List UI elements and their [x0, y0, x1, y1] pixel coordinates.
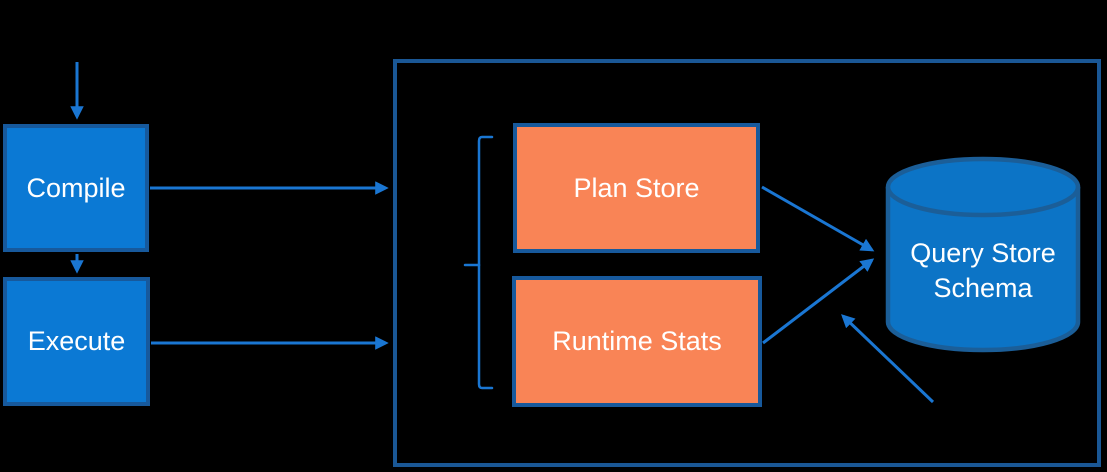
plan-store-node: Plan Store: [513, 123, 760, 253]
execute-node: Execute: [3, 277, 150, 406]
execute-label: Execute: [27, 326, 126, 356]
plan-store-label: Plan Store: [573, 172, 700, 203]
compile-node: Compile: [3, 124, 149, 252]
runtime-stats-node: Runtime Stats: [512, 276, 762, 407]
compile-label: Compile: [26, 172, 126, 203]
bracket: [463, 135, 494, 390]
query-store-container-rect: [393, 59, 1101, 467]
runtime-stats-label: Runtime Stats: [552, 326, 722, 356]
query-store-schema-label: Query Store Schema: [910, 238, 1056, 303]
arrow-runtime-stats-to-schema: [762, 258, 875, 345]
database-cylinder-icon: [885, 156, 1081, 353]
arrow-plan-store-to-schema: [761, 185, 875, 252]
arrow-bottom-right-to-schema: [841, 314, 935, 404]
